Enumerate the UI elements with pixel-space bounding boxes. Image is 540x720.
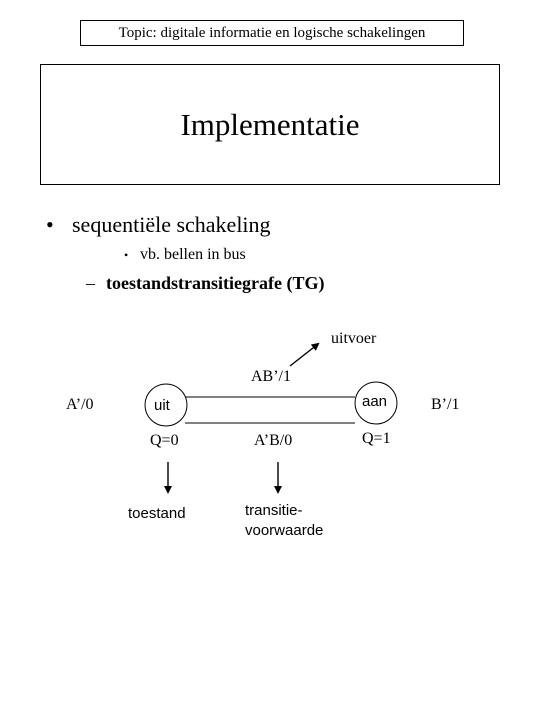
dash-item-tg: –toestandstransitiegrafe (TG): [86, 273, 324, 294]
topic-header: Topic: digitale informatie en logische s…: [80, 20, 464, 46]
top-transition-label: AB’/1: [251, 368, 291, 385]
slide-title: Implementatie: [180, 106, 360, 142]
output-label: uitvoer: [331, 330, 377, 347]
state-q0-label: Q=0: [150, 432, 179, 449]
state-circle-uit: [144, 383, 188, 427]
annotation-state: toestand: [128, 505, 186, 522]
bottom-transition-label: A’B/0: [254, 432, 293, 449]
dash-item-text: toestandstransitiegrafe (TG): [106, 273, 325, 293]
bullet-text: sequentiële schakeling: [72, 212, 271, 237]
state-circle-aan: [354, 381, 398, 425]
state-label-aan: aan: [362, 393, 388, 410]
title-box: Implementatie: [40, 64, 500, 185]
state-label-uit: uit: [154, 397, 170, 414]
bullet-dot: •: [46, 212, 54, 237]
state-q1-label: Q=1: [362, 430, 391, 447]
dash-symbol: –: [86, 273, 95, 293]
left-loop-label: A’/0: [66, 396, 94, 413]
bullet-sequential: • sequentiële schakeling: [46, 212, 271, 238]
annotation-transition-line2: voorwaarde: [245, 522, 324, 539]
output-arrow: [289, 342, 320, 367]
sub-bullet-example: • vb. bellen in bus: [124, 246, 246, 264]
sub-bullet-text: vb. bellen in bus: [140, 246, 246, 263]
right-loop-label: B’/1: [431, 396, 460, 413]
sub-bullet-dot: •: [124, 248, 129, 262]
annotation-transition-line1: transitie-: [245, 502, 303, 519]
